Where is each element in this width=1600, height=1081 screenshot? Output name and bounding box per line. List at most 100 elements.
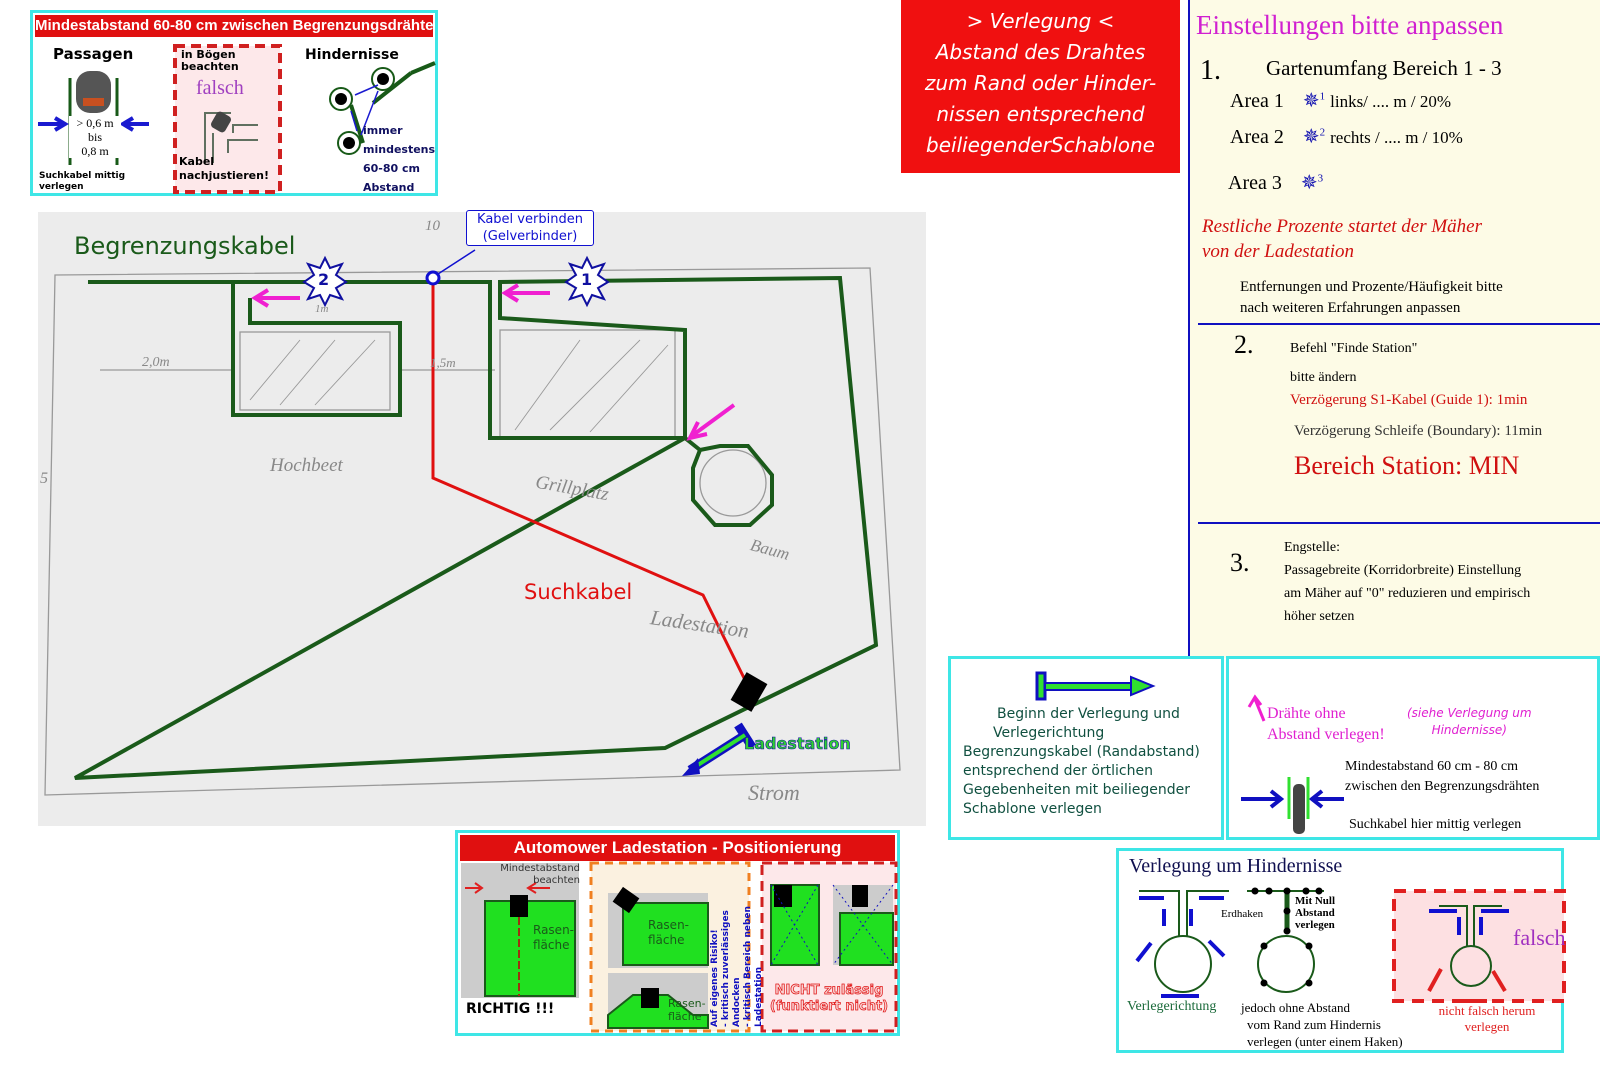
lawn-label-2: Rasen- fläche <box>648 918 689 948</box>
lawn-line: Rasen- <box>533 923 574 937</box>
lawn-label-1: Rasen- fläche <box>533 923 574 953</box>
star-icon: ✵3 <box>1300 172 1324 194</box>
boundary-delay: Verzögerung Schleife (Boundary): 11min <box>1294 423 1543 439</box>
star-2-label: 2 <box>318 270 330 289</box>
banner-line: zum Rand oder Hinder- <box>924 71 1157 95</box>
spacing-banner: Mindestabstand 60-80 cm zwischen Begrenz… <box>35 15 433 37</box>
risk-line: - kritisch zuverlässiges Andocken <box>721 910 742 1027</box>
banner-line: > Verlegung < <box>966 9 1115 33</box>
star-icon: ✵1 <box>1302 90 1326 112</box>
magenta-arrow <box>501 283 550 303</box>
lawn-line: fläche <box>533 938 570 952</box>
s3-line: höher setzen <box>1284 609 1355 624</box>
area-label: Area 3 <box>1228 172 1282 194</box>
station-area: Bereich Station: MIN <box>1294 451 1520 480</box>
start-line: Gegebenheiten mit beiliegender <box>963 782 1191 798</box>
start-text: Beginn der Verlegung und Verlegerichtung… <box>963 705 1200 819</box>
obstacle-illustration <box>1135 887 1566 1003</box>
divider <box>1198 323 1600 325</box>
start-arrow-icon <box>1035 671 1156 701</box>
s2-line: Befehl "Finde Station" <box>1290 341 1418 356</box>
note-line: Drähte ohne <box>1267 705 1346 722</box>
not-allowed-label: NICHT zulässig (funktiert nicht) <box>764 983 894 1015</box>
obstacle-title: Verlegung um Hindernisse <box>1129 855 1343 877</box>
note-line: Restliche Prozente startet der Mäher <box>1202 216 1483 237</box>
hindernisse-note: immer mindestens 60-80 cm Abstand <box>363 124 436 194</box>
pencil-lines <box>44 267 901 796</box>
bad-line: NICHT zulässig <box>774 983 884 999</box>
station-positioning-box: Automower Ladestation - Positionierung M… <box>455 830 900 1036</box>
boegen-note: Kabel nachjustieren! <box>179 155 269 182</box>
mower-icon <box>1293 784 1305 834</box>
area-row-3: Area 3 ✵3 <box>1228 170 1323 195</box>
connector-callout: Kabel verbinden (Gelverbinder) <box>466 210 594 246</box>
banner-line: nissen entsprechend <box>936 102 1145 126</box>
boegen-title: in Bögen beachten <box>181 48 239 73</box>
area-text: rechts / .... m / 10% <box>1330 128 1463 147</box>
guide-note: Suchkabel hier mittig verlegen <box>1349 817 1522 832</box>
settings-panel: Einstellungen bitte anpassen 1. Gartenum… <box>1188 0 1600 658</box>
star-1-label: 1 <box>581 270 593 289</box>
boundary-cable-label: Begrenzungskabel <box>74 232 296 260</box>
lawn-line: Rasen- <box>648 918 689 932</box>
obstacle-routing-box: Verlegung um Hindernisse Verlegerichtung… <box>1116 848 1566 1053</box>
note-line: Entfernungen und Prozente/Häufigkeit bit… <box>1240 279 1503 295</box>
hw-strom: Strom <box>748 780 800 805</box>
passage-note: Suchkabel mittig verlegen <box>39 171 126 192</box>
but-line: vom Rand zum Hindernis <box>1247 1017 1381 1032</box>
magenta-arrow <box>686 403 736 441</box>
settings-title: Einstellungen bitte anpassen <box>1196 10 1504 40</box>
hw-15m: 1,5m <box>430 355 456 370</box>
positioning-banner: Automower Ladestation - Positionierung <box>460 835 895 861</box>
hw-5: 5 <box>40 470 48 487</box>
area-star-1 <box>564 255 610 308</box>
rest-percent-note: Restliche Prozente startet der Mäher von… <box>1202 214 1482 264</box>
note-line: (siehe Verlegung um <box>1407 706 1532 720</box>
guide-delay: Verzögerung S1-Kabel (Guide 1): 1min <box>1290 392 1528 408</box>
measure-min: > 0,6 m <box>76 116 114 130</box>
lawn-line: fläche <box>648 933 685 947</box>
but-line: jedoch ohne Abstand <box>1241 1000 1351 1015</box>
passage-measure: > 0,6 m bis 0,8 m <box>69 116 121 158</box>
zero-line: Abstand <box>1295 907 1335 919</box>
no-gap-note: Drähte ohne Abstand verlegen! <box>1267 703 1385 745</box>
boundary-cable <box>74 275 879 780</box>
wire-spacing-box: Drähte ohne Abstand verlegen! (siehe Ver… <box>1226 656 1600 840</box>
adjust-note: Entfernungen und Prozente/Häufigkeit bit… <box>1240 277 1503 319</box>
area-row-2: Area 2 ✵2 rechts / .... m / 10% <box>1230 124 1463 149</box>
station-label: Ladestation <box>744 734 851 754</box>
section-1-heading: Gartenumfang Bereich 1 - 3 <box>1266 56 1502 80</box>
positioning-illustration <box>461 861 898 1033</box>
lawn-line: fläche <box>668 1010 702 1023</box>
bad-line: (funktiert nicht) <box>769 999 889 1015</box>
area-star-2 <box>302 255 348 308</box>
hw-hochbeet: Hochbeet <box>270 455 343 476</box>
area-label: Area 1 <box>1230 90 1284 112</box>
start-line: Begrenzungskabel (Randabstand) <box>963 744 1200 760</box>
wire-illustration <box>1241 694 1344 834</box>
richtig-label: RICHTIG !!! <box>466 1001 555 1017</box>
star-icon: ✵2 <box>1302 126 1326 148</box>
note-line: Hindernisse) <box>1431 723 1507 737</box>
zero-line: verlegen <box>1295 919 1335 931</box>
hw-10: 10 <box>425 218 440 234</box>
section-1-number: 1. <box>1200 55 1221 86</box>
callout-line: (Gelverbinder) <box>482 229 578 244</box>
measure-max: 0,8 m <box>81 144 109 158</box>
measure-bis: bis <box>87 130 102 144</box>
min-label: Mindestabstand beachten <box>468 863 580 887</box>
start-line: entsprechend der örtlichen <box>963 763 1153 779</box>
s2-line: bitte ändern <box>1290 370 1357 385</box>
section-2-lines: Befehl "Finde Station" bitte ändern <box>1290 334 1417 392</box>
wrong-note: nicht falsch herum verlegen <box>1417 1003 1557 1035</box>
min-distance-note: Mindestabstand 60 cm - 80 cm zwischen de… <box>1345 757 1539 797</box>
risk-note: Auf eigenes Risiko! - kritisch zuverläss… <box>710 862 765 1027</box>
start-line: Beginn der Verlegung und <box>997 706 1180 722</box>
wrong-line: verlegen <box>1464 1019 1510 1034</box>
but-note: jedoch ohne Abstand vom Rand zum Hindern… <box>1241 999 1403 1050</box>
garden-sketch <box>38 212 926 826</box>
min-line: beachten <box>533 875 580 886</box>
hooks-label: Erdhaken <box>1221 908 1264 920</box>
area-row-1: Area 1 ✵1 links/ .... m / 20% <box>1230 88 1451 113</box>
